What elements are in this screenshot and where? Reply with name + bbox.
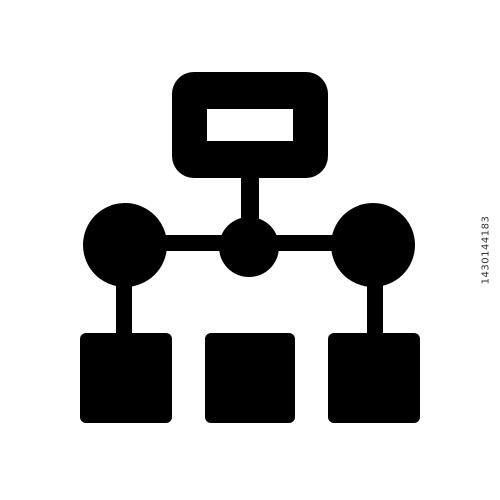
center-square-node xyxy=(205,333,295,423)
right-square-node xyxy=(328,333,420,423)
right-drop-connector-line xyxy=(367,280,383,340)
stock-id-text: 1430144183 xyxy=(480,215,492,285)
stock-id-label: 1430144183 xyxy=(479,130,493,370)
left-square-node xyxy=(80,333,172,423)
center-circle-node xyxy=(219,217,279,277)
top-node-window xyxy=(201,103,299,147)
top-connector-line xyxy=(241,172,259,224)
left-circle-node xyxy=(83,203,167,287)
right-circle-node xyxy=(331,203,415,287)
left-drop-connector-line xyxy=(116,280,132,340)
